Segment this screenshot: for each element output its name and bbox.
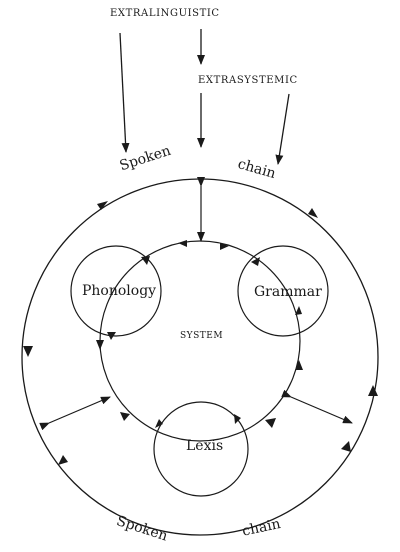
- component-circle-arrows: [107, 256, 302, 428]
- extralinguistic-arrow: [119, 32, 130, 153]
- chain-arrow: [275, 93, 290, 165]
- outer-circle-flow-arrows: [23, 201, 378, 465]
- extralinguistic-label: EXTRALINGUISTIC: [110, 8, 220, 19]
- right-bidirectional-arrow: [281, 389, 353, 424]
- grammar-label: Grammar: [254, 284, 322, 300]
- left-bidirectional-arrow: [39, 396, 111, 431]
- phonology-label: Phonology: [82, 283, 157, 299]
- lexis-label: Lexis: [186, 438, 224, 454]
- inner-circle-flow-arrows: [96, 240, 303, 428]
- system-inner-circle: [99, 240, 301, 442]
- phonology-circle: [70, 245, 162, 337]
- lexis-circle: [153, 401, 249, 497]
- extrasystemic-label: EXTRASYSTEMIC: [198, 75, 298, 86]
- system-label: SYSTEM: [180, 331, 224, 341]
- grammar-circle: [237, 245, 329, 337]
- spoken-chain-outer-circle: [21, 178, 379, 536]
